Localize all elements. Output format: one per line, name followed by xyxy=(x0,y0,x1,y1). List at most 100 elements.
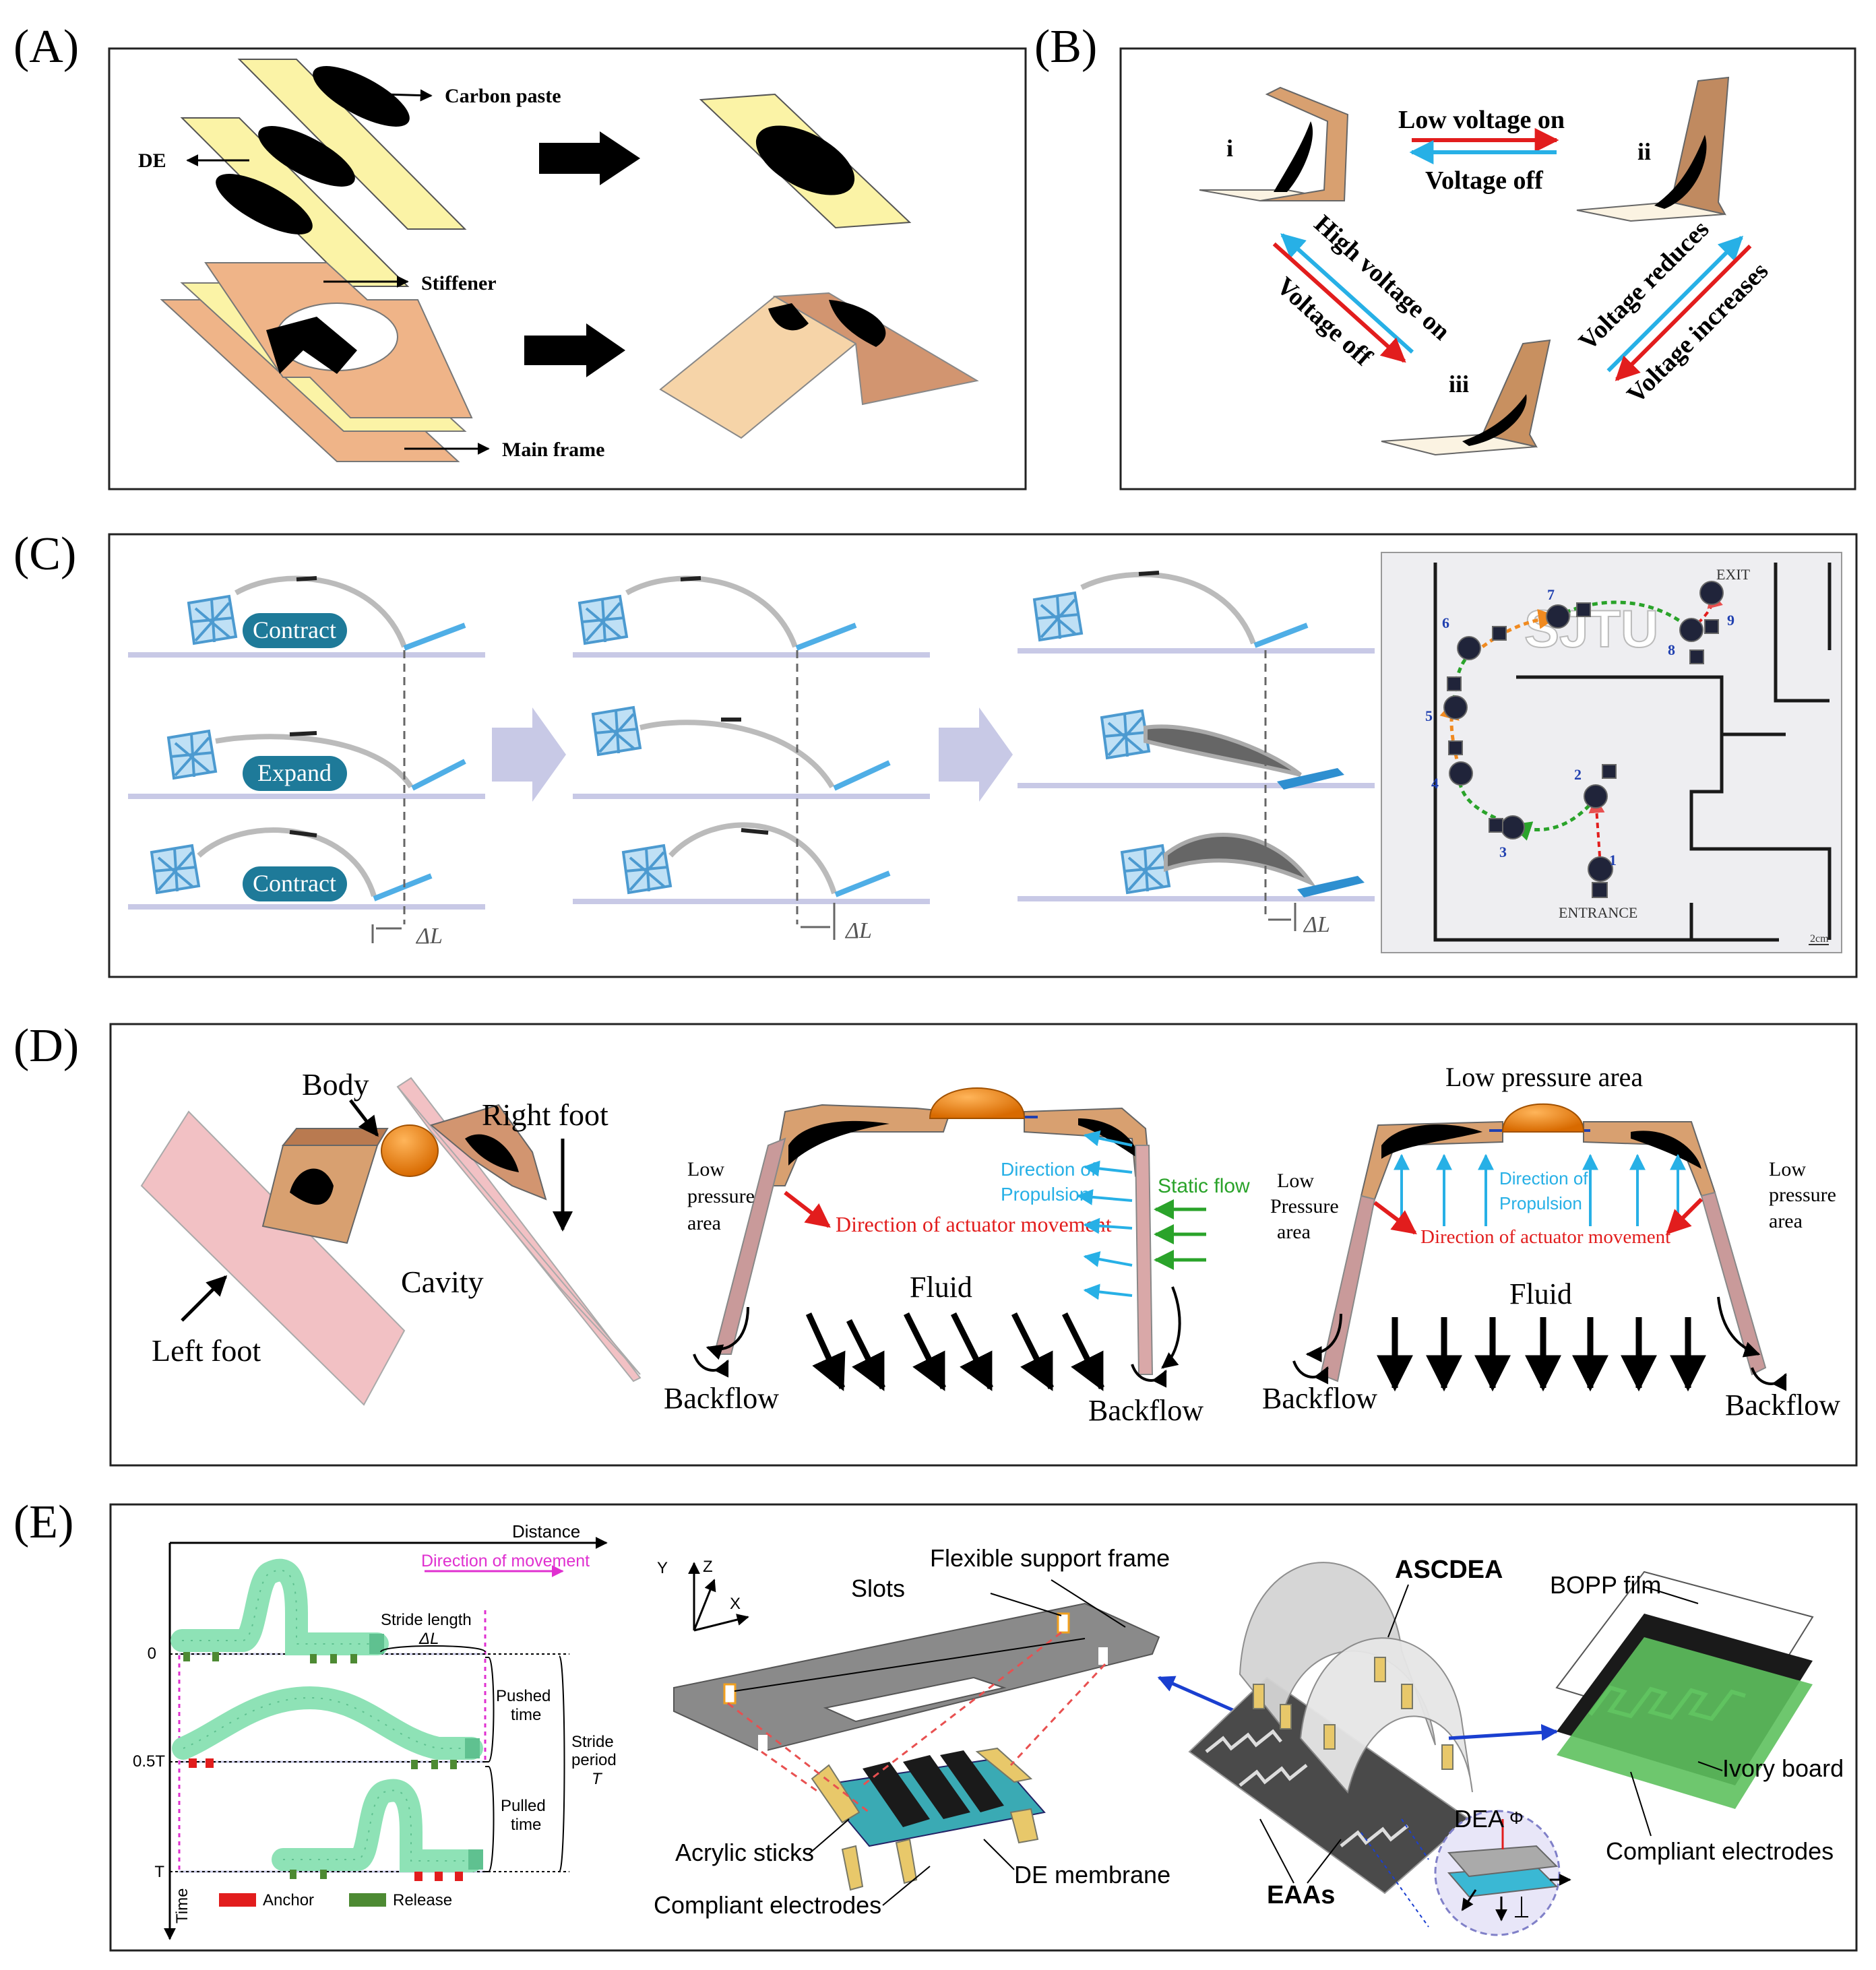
release-legend-label: Release xyxy=(393,1891,452,1909)
distance-axis-label: Distance xyxy=(512,1521,580,1542)
body-dome xyxy=(381,1124,439,1177)
de-label: DE xyxy=(138,150,166,172)
waypoint-1: 1 xyxy=(1609,852,1617,868)
contract-badge-2 xyxy=(243,866,347,901)
caterpillar-arched-2 xyxy=(272,1779,483,1872)
fluid-label-2: Fluid xyxy=(1509,1277,1572,1310)
cavity-label: Cavity xyxy=(401,1265,484,1299)
step-arrow-2 xyxy=(939,707,1013,802)
panel-a: (A) Carbon paste DE Stiff xyxy=(13,21,1027,490)
pulled-time-label: time xyxy=(511,1816,541,1834)
direction-movement-label: Direction of movement xyxy=(421,1552,590,1570)
body-label: Body xyxy=(302,1067,369,1102)
phi-label: Φ xyxy=(1509,1808,1524,1828)
dea-label: DEA xyxy=(1454,1805,1504,1833)
ivory-board-label: Ivory board xyxy=(1722,1754,1844,1782)
panel-e: (E) Distance Time Direction of movement … xyxy=(13,1496,1858,1952)
release-legend-swatch xyxy=(349,1893,386,1907)
contract-badge-2-label: Contract xyxy=(253,870,336,897)
robot-with-feet xyxy=(140,1077,642,1406)
stiffener-label: Stiffener xyxy=(421,272,497,294)
anchor-legend-swatch xyxy=(219,1893,256,1907)
robot-col1-row2 xyxy=(167,730,466,791)
caterpillar-stretched xyxy=(172,1686,483,1760)
fluid-arrows-2 xyxy=(1377,1317,1706,1392)
actuator-direction-label-1: Direction of actuator movement xyxy=(836,1212,1112,1236)
direction-of-label-1: Direction of xyxy=(1001,1159,1096,1180)
ivory-board-layer xyxy=(1557,1637,1813,1809)
entrance-label: ENTRANCE xyxy=(1559,904,1637,921)
fluid-label-1: Fluid xyxy=(910,1271,972,1304)
ascdea-arch-2 xyxy=(1299,1637,1473,1794)
backflow-label-1: Backflow xyxy=(664,1382,779,1415)
scale-label: 2cm xyxy=(1810,933,1829,945)
waypoint-4: 4 xyxy=(1431,775,1439,792)
waypoint-5: 5 xyxy=(1425,707,1433,724)
carbon-paste-ellipse-mid xyxy=(258,126,355,187)
axis-x-label: X xyxy=(730,1595,741,1613)
waypoint-3: 3 xyxy=(1499,844,1507,860)
backflow-label-2: Backflow xyxy=(1088,1394,1203,1427)
assembled-folded-actuator xyxy=(659,292,979,439)
de-membrane-stack xyxy=(811,1747,1046,1891)
actuator-direction-label-2: Direction of actuator movement xyxy=(1420,1226,1670,1248)
delta-l-label-3: ΔL xyxy=(1303,912,1330,937)
stride-label: Stride xyxy=(571,1733,614,1751)
de-membrane-label: DE membrane xyxy=(1014,1861,1170,1888)
expand-badge xyxy=(243,756,347,791)
sjtu-watermark: SJTU xyxy=(1524,599,1658,658)
robot-col3-row3 xyxy=(1121,833,1365,897)
slots-label: Slots xyxy=(851,1575,905,1602)
bopp-layer-stack xyxy=(1555,1570,1814,1809)
waypoint-8: 8 xyxy=(1668,641,1675,658)
carbon-paste-ellipse-top xyxy=(313,66,410,127)
actuator-state-i xyxy=(1199,86,1349,201)
axis-z-label: Z xyxy=(703,1558,713,1576)
waypoint-6: 6 xyxy=(1442,614,1449,631)
ground-lines xyxy=(128,648,1375,910)
low-label-3: Low xyxy=(1769,1158,1806,1180)
low-label-1: Low xyxy=(687,1158,724,1180)
panel-d-label: (D) xyxy=(13,1020,79,1072)
panel-c: (C) Contract Expand xyxy=(13,528,1858,978)
panel-a-label: (A) xyxy=(13,21,79,73)
left-foot-plate xyxy=(140,1110,406,1406)
maze-photo: SJTU EXIT ENTRANCE 2cm xyxy=(1381,552,1842,953)
pressure-label-3: pressure xyxy=(1769,1184,1836,1206)
delta-l-label-2: ΔL xyxy=(844,918,872,943)
pressure-cap-label: Pressure xyxy=(1270,1195,1339,1217)
contract-badge xyxy=(243,613,347,648)
state-ii-label: ii xyxy=(1637,138,1651,165)
exit-label: EXIT xyxy=(1716,566,1751,583)
direction-of-label-2: Direction of xyxy=(1499,1168,1588,1188)
stride-delta-l-label: ΔL xyxy=(418,1630,439,1648)
delta-l-label-1: ΔL xyxy=(415,924,443,949)
low-pressure-area-label: Low pressure area xyxy=(1445,1062,1643,1092)
panel-b-label: (B) xyxy=(1034,21,1097,73)
ascdea-label: ASCDEA xyxy=(1395,1556,1503,1584)
flexible-support-frame xyxy=(673,1602,1160,1753)
actuator-state-iii xyxy=(1381,339,1551,456)
actuator-state-ii xyxy=(1576,76,1730,222)
low-label-2: Low xyxy=(1277,1170,1314,1192)
static-flow-arrows xyxy=(1154,1199,1206,1270)
carbon-paste-ellipse-bottom xyxy=(216,174,313,234)
pulled-label: Pulled xyxy=(501,1797,546,1815)
waypoint-7: 7 xyxy=(1547,586,1555,603)
caterpillar-arched-1 xyxy=(170,1558,389,1655)
panel-d: (D) Body Right foot Cavity Left foot xyxy=(13,1020,1858,1467)
carbon-paste-label: Carbon paste xyxy=(445,85,561,107)
stride-length-label: Stride length xyxy=(381,1611,472,1629)
time-axis-label: Time xyxy=(173,1888,191,1924)
waypoint-9: 9 xyxy=(1727,612,1734,629)
area-label-1: area xyxy=(687,1212,721,1234)
pressure-label-1: pressure xyxy=(687,1185,755,1207)
backflow-label-4: Backflow xyxy=(1725,1389,1840,1422)
left-foot-label: Left foot xyxy=(152,1333,261,1368)
robot-col1-row3 xyxy=(150,827,433,901)
area-label-2: area xyxy=(1277,1221,1311,1243)
time-tick-0: 0 xyxy=(148,1645,156,1663)
propulsion-diagram-1 xyxy=(713,1087,1154,1375)
compliant-electrodes-label: Compliant electrodes xyxy=(654,1891,881,1919)
bopp-film-label: BOPP film xyxy=(1550,1571,1661,1599)
